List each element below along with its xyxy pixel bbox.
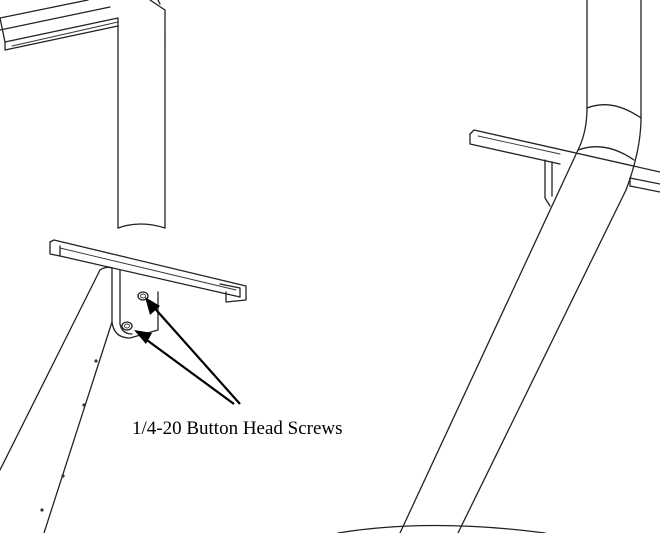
diagonal-leg-left	[0, 266, 113, 533]
mounting-bracket-right	[469, 129, 660, 207]
vertical-tube-right	[586, 0, 642, 119]
elbow-bend-right	[577, 107, 642, 191]
arrow-to-upper-screw	[149, 302, 241, 405]
vertical-tube-left	[117, 17, 166, 229]
arrowhead-upper-icon	[145, 297, 160, 315]
arrow-to-lower-screw	[139, 334, 235, 405]
screw-upper	[137, 291, 149, 301]
diagonal-leg-right	[399, 149, 627, 533]
arrowhead-lower-icon	[134, 330, 152, 344]
callout-label: 1/4-20 Button Head Screws	[132, 418, 343, 439]
floor-base-arc	[337, 524, 546, 533]
top-frame-rail	[0, 0, 166, 51]
mounting-bracket-left	[49, 239, 247, 339]
screw-lower	[121, 321, 133, 331]
callout-arrows	[134, 297, 241, 405]
